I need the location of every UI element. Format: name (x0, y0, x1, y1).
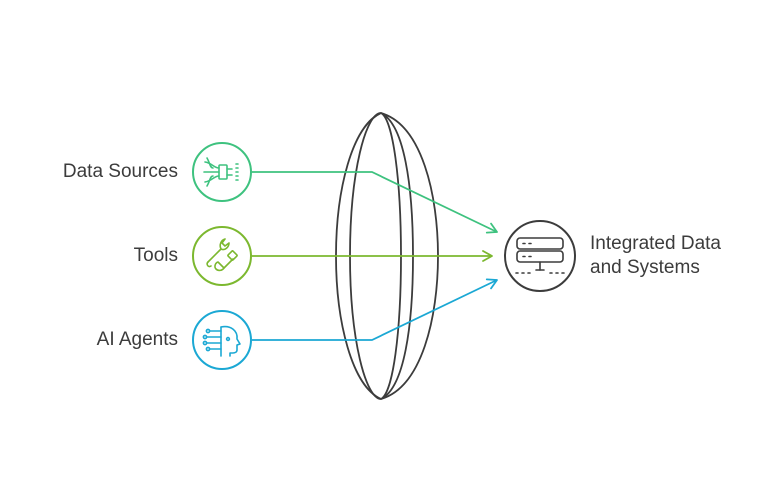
input-label-data-sources: Data Sources (62, 161, 178, 182)
wrench-screwdriver-icon (206, 238, 238, 272)
input-label-ai-agents: AI Agents (96, 329, 178, 350)
tools-node (192, 226, 252, 286)
connector-data-sources (252, 171, 498, 234)
output-label-line1: Integrated Data (590, 233, 721, 254)
connector-ai-agents (252, 278, 498, 341)
ai-agents-node (192, 310, 252, 370)
integrated-systems-node (504, 220, 576, 292)
data-sources-node (192, 142, 252, 202)
server-rack-icon (515, 237, 565, 274)
input-label-tools: Tools (133, 245, 178, 266)
output-label-line2: and Systems (590, 257, 700, 278)
ai-head-circuit-icon (202, 325, 241, 357)
cable-plug-icon (203, 157, 239, 187)
